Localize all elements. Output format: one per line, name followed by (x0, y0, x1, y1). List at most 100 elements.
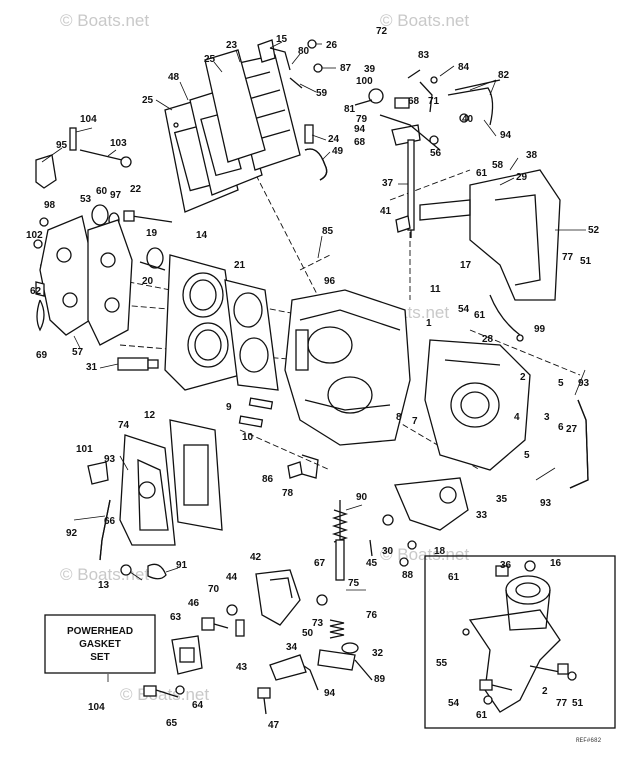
callout-49: 49 (332, 146, 344, 157)
mount-bracket-52 (419, 169, 561, 301)
callout-96: 96 (324, 276, 336, 287)
callout-90: 90 (356, 492, 368, 503)
callout-104: 104 (80, 114, 97, 125)
screw-47 (257, 687, 271, 715)
callout-73: 73 (312, 618, 324, 629)
callout-63: 63 (170, 612, 182, 623)
callout-78: 78 (282, 488, 294, 499)
callout-76: 76 (366, 610, 378, 621)
callout-25: 25 (142, 95, 154, 106)
gasket-box-line1: POWERHEAD (67, 626, 133, 637)
callout-44: 44 (226, 572, 238, 583)
lever-33 (394, 477, 469, 531)
callout-94: 94 (354, 124, 366, 135)
callout-82: 82 (498, 70, 510, 81)
pin-104 (69, 127, 77, 151)
watermark: © Boats.net (380, 11, 469, 30)
dowel-pins-9-10 (238, 397, 274, 428)
callout-99: 99 (534, 324, 546, 335)
gasket-set-box: POWERHEAD GASKET SET (44, 614, 156, 674)
callout-86: 86 (262, 474, 274, 485)
hose-27 (569, 399, 589, 489)
screw-26 (307, 39, 317, 49)
callout-61: 61 (476, 168, 488, 179)
callout-34: 34 (286, 642, 298, 653)
callout-20: 20 (142, 276, 154, 287)
callout-64: 64 (192, 700, 204, 711)
bracket-42 (255, 569, 301, 626)
callout-16: 16 (550, 558, 562, 569)
callout-13: 13 (98, 580, 110, 591)
callout-17: 17 (460, 260, 472, 271)
spring-rod-90 (331, 500, 349, 581)
callout-65: 65 (166, 718, 178, 729)
callout-61: 61 (474, 310, 486, 321)
callout-28: 28 (482, 334, 494, 345)
callout-50: 50 (302, 628, 314, 639)
callout-97: 97 (110, 190, 122, 201)
callout-42: 42 (250, 552, 262, 563)
callout-66: 66 (104, 516, 116, 527)
callout-93: 93 (104, 454, 116, 465)
callout-30: 30 (382, 546, 394, 557)
screw-87 (313, 63, 323, 73)
callout-5: 5 (558, 378, 564, 389)
callout-37: 37 (382, 178, 394, 189)
callout-18: 18 (434, 546, 446, 557)
callout-62: 62 (30, 286, 42, 297)
callout-54: 54 (448, 698, 460, 709)
callout-6: 6 (558, 422, 564, 433)
exhaust-gasket-12 (169, 419, 223, 531)
callout-29: 29 (516, 172, 528, 183)
nut-67-45 (316, 539, 373, 606)
cylinder-block (284, 289, 411, 446)
callout-79: 79 (356, 114, 368, 125)
callout-94: 94 (500, 130, 512, 141)
callout-71: 71 (428, 96, 440, 107)
callout-103: 103 (110, 138, 127, 149)
callout-1: 1 (426, 318, 432, 329)
watermark: © Boats.net (120, 685, 209, 704)
callout-22: 22 (130, 184, 142, 195)
callout-68: 68 (408, 96, 420, 107)
callout-74: 74 (118, 420, 130, 431)
callout-8: 8 (396, 412, 402, 423)
choke-linkage (354, 69, 501, 151)
fitting-103 (79, 149, 132, 168)
callout-80: 80 (298, 46, 310, 57)
callout-11: 11 (430, 284, 441, 295)
bolts-98-102 (33, 217, 49, 249)
callout-51: 51 (580, 256, 592, 267)
callout-81: 81 (344, 104, 356, 115)
callout-92: 92 (66, 528, 78, 539)
hose-92 (99, 499, 111, 561)
callout-2: 2 (542, 686, 548, 697)
clip-41 (395, 215, 411, 233)
callout-33: 33 (476, 510, 488, 521)
callout-46: 46 (188, 598, 200, 609)
callout-45: 45 (366, 558, 378, 569)
callout-53: 53 (80, 194, 92, 205)
bracket-15 (257, 39, 291, 71)
callout-27: 27 (566, 424, 578, 435)
gasket-57 (87, 219, 133, 346)
callout-98: 98 (44, 200, 56, 211)
callout-23: 23 (226, 40, 238, 51)
callout-12: 12 (144, 410, 156, 421)
callout-36: 36 (500, 560, 512, 571)
callout-32: 32 (372, 648, 384, 659)
callout-56: 56 (430, 148, 442, 159)
gasket-box-line2: GASKET (79, 639, 121, 650)
screw-20 (139, 261, 166, 271)
hose-49 (304, 124, 328, 181)
callout-102: 102 (26, 230, 43, 241)
callout-7: 7 (412, 416, 418, 427)
bracket-95 (35, 154, 57, 189)
callout-61: 61 (476, 710, 488, 721)
callout-41: 41 (380, 206, 392, 217)
spring-76-73 (329, 619, 359, 654)
callout-89: 89 (374, 674, 386, 685)
clip-59 (289, 77, 303, 89)
callout-75: 75 (348, 578, 360, 589)
callout-84: 84 (458, 62, 470, 73)
